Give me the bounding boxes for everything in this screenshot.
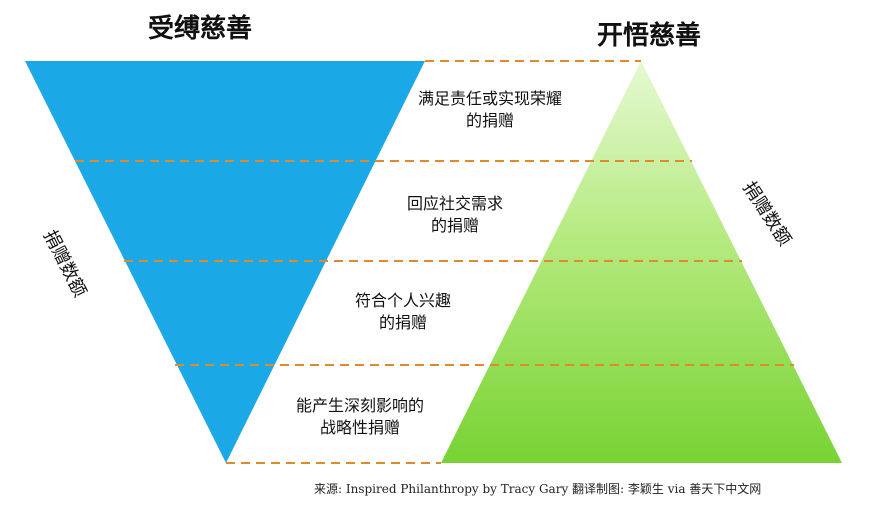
level-label-3: 符合个人兴趣 的捐赠 (328, 290, 478, 334)
right-title: 开悟慈善 (597, 21, 702, 51)
source-note: 来源: Inspired Philanthropy by Tracy Gary … (314, 482, 762, 496)
level-label-2: 回应社交需求 的捐赠 (360, 193, 550, 237)
level-2-line1: 回应社交需求 (406, 194, 503, 213)
level-4-line1: 能产生深刻影响的 (295, 396, 424, 415)
level-4-line2: 战略性捐赠 (319, 418, 400, 437)
level-3-line2: 的捐赠 (378, 313, 427, 332)
level-label-1: 满足责任或实现荣耀 的捐赠 (395, 88, 585, 132)
level-1-line1: 满足责任或实现荣耀 (417, 89, 562, 108)
level-3-line1: 符合个人兴趣 (354, 291, 451, 310)
left-title: 受缚慈善 (148, 14, 253, 44)
level-dividers (75, 60, 794, 464)
level-2-line2: 的捐赠 (430, 216, 479, 235)
level-1-line2: 的捐赠 (465, 111, 514, 130)
level-label-4: 能产生深刻影响的 战略性捐赠 (270, 395, 450, 439)
